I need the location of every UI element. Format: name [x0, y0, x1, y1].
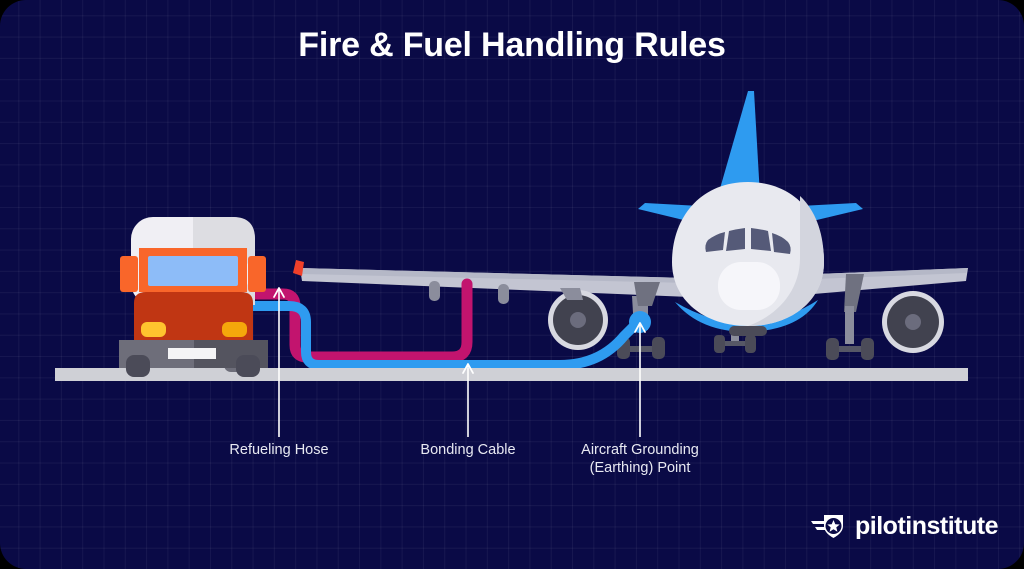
winged-shield-star-icon	[811, 515, 844, 538]
cockpit-window-3	[751, 228, 771, 251]
cockpit-window-1	[705, 232, 725, 252]
wing-left-top-edge	[300, 268, 690, 283]
leader-arrow-refueling-hose	[273, 287, 285, 298]
fuselage-shade	[748, 196, 824, 326]
truck-cab-lower	[134, 292, 253, 345]
truck-front-wheel-left	[126, 355, 150, 377]
flap-fairing-2	[498, 284, 509, 304]
leader-arrow-bonding-cable	[462, 363, 474, 374]
fuselage-belly	[675, 300, 818, 332]
cockpit-window-2	[726, 228, 745, 251]
main-gear-right	[826, 274, 874, 360]
grounding-point-node[interactable]	[629, 311, 651, 333]
bonding-cable-line	[247, 301, 642, 370]
radome	[718, 262, 780, 310]
callout-label-bonding-cable: Bonding Cable	[420, 442, 516, 458]
truck-license-plate	[168, 348, 216, 359]
fuselage-body	[672, 182, 824, 326]
truck-headlight-left	[141, 322, 166, 337]
truck-front-wheel-right	[236, 355, 260, 377]
page-title: Fire & Fuel Handling Rules	[298, 26, 726, 64]
fuel-truck-group	[119, 217, 268, 377]
leader-arrow-grounding-point	[634, 322, 646, 333]
engine-right	[882, 291, 944, 353]
callout-label-refueling-hose: Refueling Hose	[229, 442, 329, 458]
ground-strip	[55, 368, 968, 381]
brand-logo-text: pilotinstitute	[855, 512, 998, 540]
truck-windshield	[148, 256, 238, 286]
brand-logo: pilotinstitute	[810, 512, 998, 541]
truck-headlight-right	[222, 322, 247, 337]
callout-leaders	[273, 287, 646, 437]
truck-mirror-left	[120, 256, 138, 292]
callout-label-aircraft-grounding-point: Aircraft Grounding (Earthing) Point	[581, 442, 699, 476]
engine-pylon-left	[560, 288, 583, 300]
aircraft-group	[293, 91, 968, 360]
nose-gear-door	[729, 326, 767, 336]
truck-mirror-right	[248, 256, 266, 292]
cockpit-window-4	[772, 233, 791, 254]
engine-left	[548, 290, 608, 350]
wing-right-top-edge	[790, 268, 968, 280]
refueling-hose-line	[246, 278, 473, 363]
flap-fairing-1	[429, 281, 440, 301]
winglet-left	[293, 260, 304, 276]
